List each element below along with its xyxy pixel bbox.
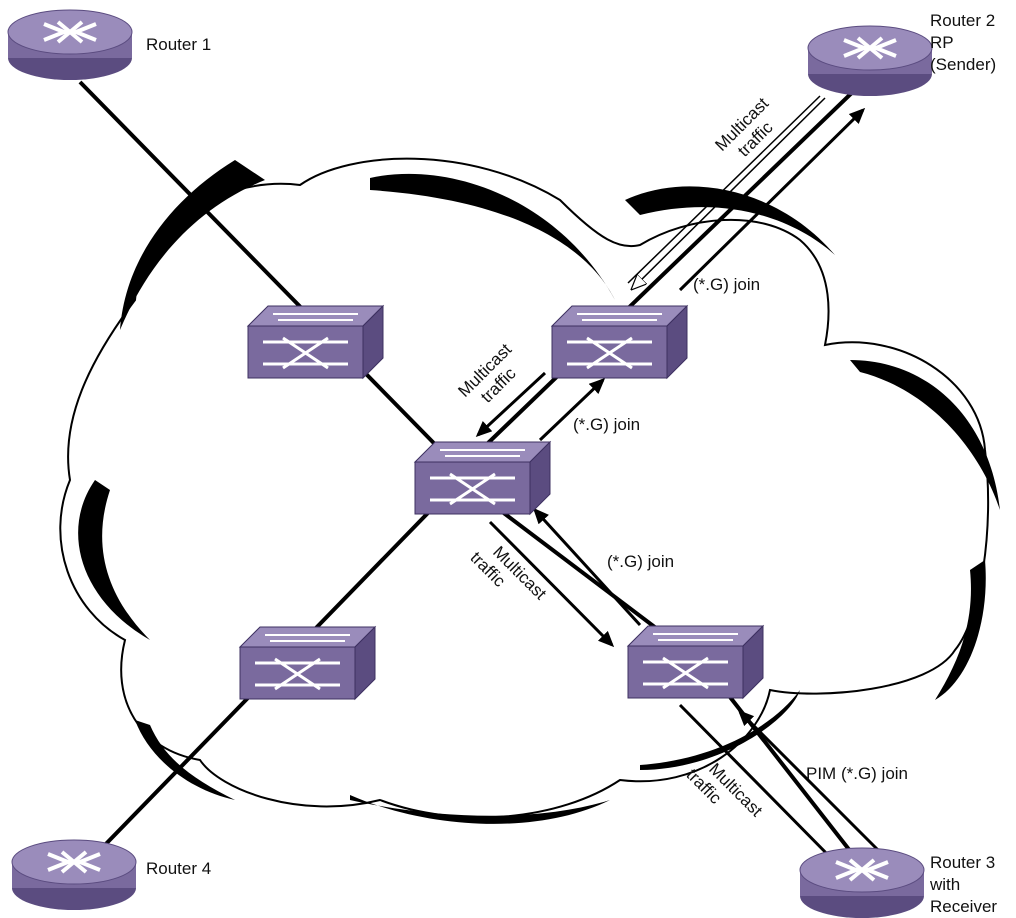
arrow-join-bottom xyxy=(737,709,880,852)
traffic-arrows xyxy=(475,95,880,868)
label-join-top: (*.G) join xyxy=(693,275,761,294)
router-3-label: Router 3 with Receiver xyxy=(930,852,997,918)
router-4-label: Router 4 xyxy=(146,859,212,878)
switch-upper-left-icon xyxy=(246,304,385,380)
router-3-icon xyxy=(799,847,925,918)
arrow-mc-mid xyxy=(475,371,547,438)
router-3-label-line2: with xyxy=(930,875,961,894)
router-3-label-line3: Receiver xyxy=(930,897,998,916)
arrow-mc-low xyxy=(488,520,615,648)
arrow-mc-top xyxy=(633,97,826,288)
label-join-low: (*.G) join xyxy=(607,552,675,571)
router-2-label-line2: RP xyxy=(930,33,954,52)
label-join-bottom: PIM (*.G) join xyxy=(806,764,909,783)
router-1-icon xyxy=(7,9,133,80)
router-1-label: Router 1 xyxy=(146,35,212,54)
label-mc-top: Multicast traffic xyxy=(711,91,789,169)
arrow-join-top xyxy=(678,107,866,292)
router-3-label-line1: Router 3 xyxy=(930,853,996,872)
router-2-label-line1: Router 2 xyxy=(930,11,996,30)
switch-upper-right-icon xyxy=(550,304,689,380)
router-2-icon xyxy=(807,25,933,96)
router-2-label-line3: (Sender) xyxy=(930,55,997,74)
router-4-icon xyxy=(11,839,137,910)
arrow-join-low xyxy=(532,507,642,627)
arrow-mc-bottom xyxy=(678,703,841,868)
cloud-shadow xyxy=(78,160,1000,824)
arrow-join-mid xyxy=(538,377,606,442)
switch-lower-right-icon xyxy=(626,624,765,700)
switch-lower-left-icon xyxy=(238,625,377,701)
switch-center-icon xyxy=(413,440,552,516)
label-join-mid: (*.G) join xyxy=(573,415,641,434)
router-2-label: Router 2 RP (Sender) xyxy=(930,10,996,76)
